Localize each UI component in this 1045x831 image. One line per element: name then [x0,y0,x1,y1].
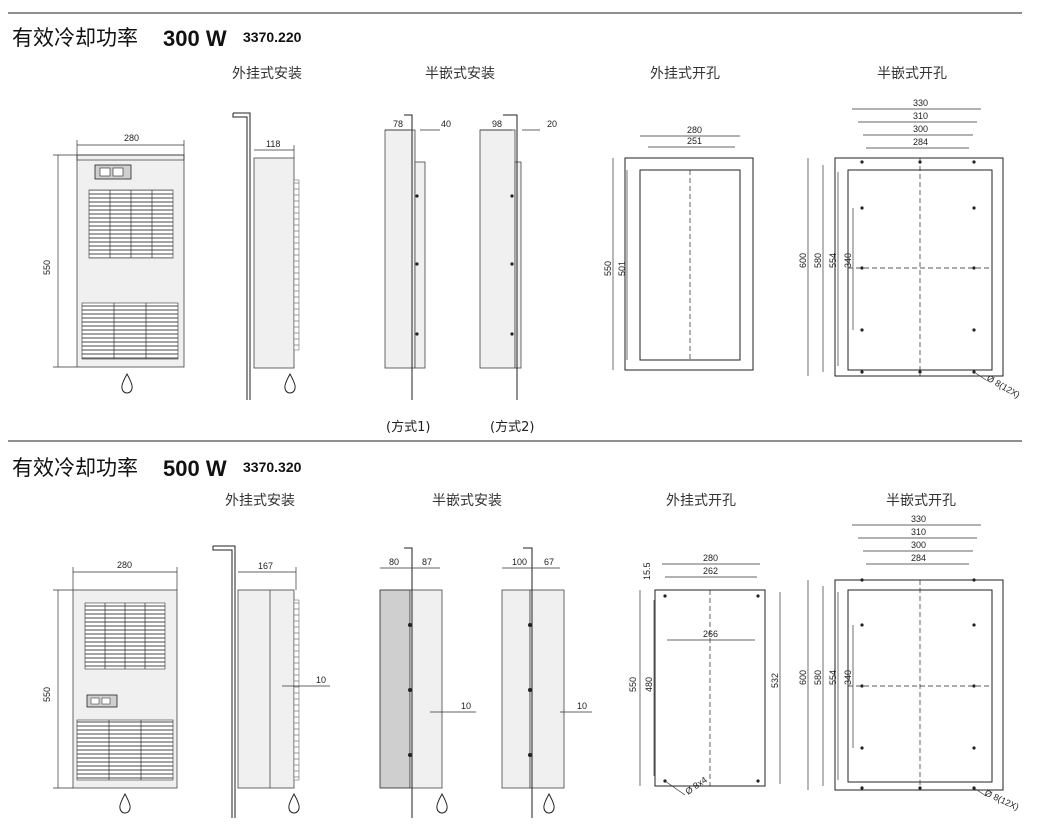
s2-semi-w4: 284 [911,553,926,563]
s1-semi-w1: 330 [913,98,928,108]
section1-power: 300 W [163,26,227,51]
section2-front-view: 280 550 [42,560,178,814]
s1-hole-note: Ø 8(12X) [985,373,1022,400]
s1-side-depth: 118 [266,139,280,149]
s2-semi2-ten: 10 [577,701,587,711]
s2-cut-h-inner: 480 [644,677,654,692]
s2-semi1-ten: 10 [461,701,471,711]
section2-wall-cutout: 266 280 262 15.5 550 480 532 Ø 8x4 [628,553,781,797]
s1-semi-h3: 554 [828,253,838,268]
section1-semi-flush-2: 98 20 (方式2) [479,114,557,435]
s2-cut-w-outer: 280 [703,553,718,563]
section1-title: 有效冷却功率 [12,26,138,50]
section1-wall-cutout: 280 251 550 501 [603,125,754,371]
section1-part-number: 3370.220 [243,29,302,45]
s1-semi-w2: 310 [913,111,928,121]
s1-semi2-a: 98 [492,119,502,129]
s1-semi-w3: 300 [913,124,928,134]
s2-semi-w2: 310 [911,527,926,537]
section2-part-number: 3370.320 [243,459,302,475]
s2-front-height: 550 [42,687,52,702]
s2-cut-top: 15.5 [642,562,652,580]
s2-semi-h4: 340 [843,670,853,685]
s1-semi-w4: 284 [913,137,928,147]
s1-semi-h2: 580 [813,253,823,268]
section2-power: 500 W [163,456,227,481]
s2-cut-h-right: 532 [770,673,780,688]
s2-semi1-b: 87 [422,557,432,567]
section2-title: 有效冷却功率 [12,456,138,480]
s1-option2: (方式2) [490,419,534,435]
s1-drip-icon [121,372,133,394]
s2-semi-h3: 554 [828,670,838,685]
section1-side-view: 118 [232,112,300,400]
section2-label-semi-flush: 半嵌式安装 [432,493,502,509]
s2-front-width: 280 [117,560,132,570]
s2-cut-mid: 266 [703,629,718,639]
s2-semi1-a: 80 [389,557,399,567]
section2-label-wall-cutout: 外挂式开孔 [666,493,736,509]
section1-semi-cutout: 330 310 300 284 600 580 554 340 Ø 8(12X) [798,98,1022,400]
section2-label-wall-mount: 外挂式安装 [225,493,295,509]
s2-cut-w-inner: 262 [703,566,718,576]
s2-side-drip-icon [288,792,300,814]
s2-semi2-b: 67 [544,557,554,567]
s2-semi-h2: 580 [813,670,823,685]
section2-semi-flush-2: 100 67 10 [501,547,592,818]
s1-semi1-a: 78 [393,119,403,129]
s1-front-width: 280 [124,133,139,143]
s2-cut-h-outer: 550 [628,677,638,692]
s2-semi-h1: 600 [798,670,808,685]
s2-side-depth: 167 [258,561,273,571]
s2-semi-w3: 300 [911,540,926,550]
s2-semi-w1: 330 [911,514,926,524]
s2-hole-note: Ø 8(12X) [983,788,1020,812]
section1-label-wall-mount: 外挂式安装 [232,66,302,82]
s1-semi-h1: 600 [798,253,808,268]
s1-semi2-b: 20 [547,119,557,129]
section2-side-view: 167 10 [212,545,330,818]
s1-cut-h-inner: 501 [617,261,627,276]
section1-semi-flush-1: 78 40 (方式1) [384,114,451,435]
s2-side-ten: 10 [316,675,326,685]
s1-semi1-b: 40 [441,119,451,129]
s1-option1: (方式1) [386,419,430,435]
s2-semi2-a: 100 [512,557,527,567]
section2-label-semi-cutout: 半嵌式开孔 [886,493,956,509]
section1-front-view: 280 550 [42,133,185,394]
s1-cut-h-outer: 550 [603,261,613,276]
section1-label-semi-flush: 半嵌式安装 [425,66,495,82]
section2-semi-flush-1: 80 87 10 [379,547,476,818]
s1-cut-w-inner: 251 [687,136,702,146]
s1-semi-h4: 340 [843,253,853,268]
section1-label-wall-cutout: 外挂式开孔 [650,66,720,82]
s2-drip-icon [119,792,131,814]
s1-side-drip-icon [284,372,296,394]
s1-cut-w-outer: 280 [687,125,702,135]
section1-label-semi-cutout: 半嵌式开孔 [877,66,947,82]
s1-front-height: 550 [42,260,52,275]
section2-semi-cutout: 330 310 300 284 600 580 554 340 Ø 8(12X) [798,514,1020,812]
